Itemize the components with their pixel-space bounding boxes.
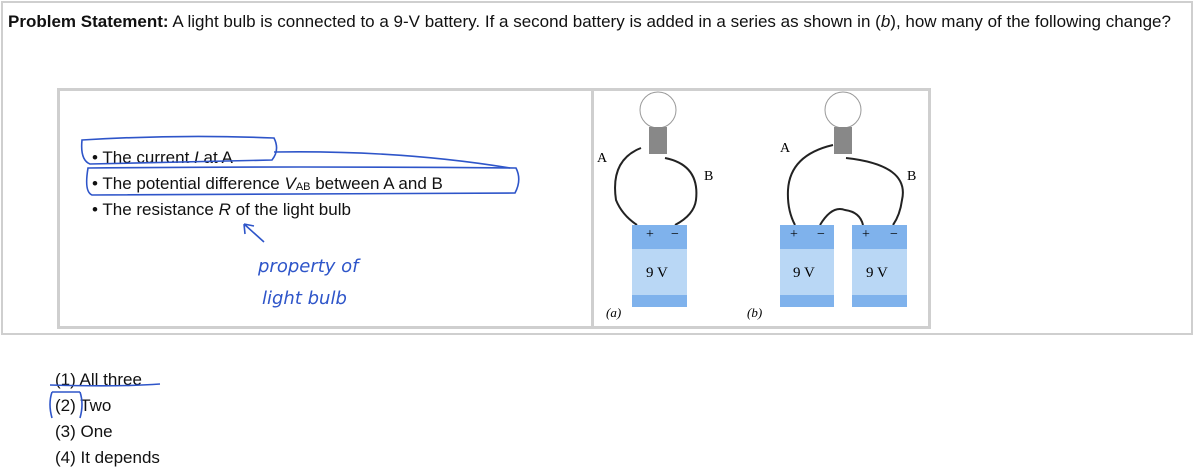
problem-box <box>1 1 1193 335</box>
figure-divider <box>591 88 594 329</box>
annotation-line-2: light bulb <box>262 288 347 309</box>
answer-2[interactable]: (2) Two <box>55 396 112 415</box>
minus-terminal: − <box>890 227 898 242</box>
circuit-b: + − + − 9 V 9 V A B (b) <box>747 91 916 320</box>
handwritten-marks <box>49 135 520 419</box>
figure-box <box>57 88 931 329</box>
caption-a: (a) <box>606 305 621 320</box>
minus-terminal: − <box>671 227 679 242</box>
battery-label: 9 V <box>793 265 815 281</box>
problem-statement: Problem Statement: A light bulb is conne… <box>8 10 1188 33</box>
problem-text: A light bulb is connected to a 9-V batte… <box>168 12 881 31</box>
caption-b: (b) <box>747 305 762 320</box>
annotation-line-1: property of <box>257 256 361 277</box>
problem-ref: b <box>880 12 891 31</box>
point-a: A <box>780 141 791 156</box>
answer-4[interactable]: (4) It depends <box>55 448 160 467</box>
bullet-resistance: • The resistance R of the light bulb <box>92 200 351 219</box>
bullet-potential: • The potential difference VAB between A… <box>92 174 443 193</box>
answer-1[interactable]: (1) All three <box>55 370 142 389</box>
plus-terminal: + <box>646 227 654 242</box>
plus-terminal: + <box>790 227 798 242</box>
problem-text-end: ), how many of the following change? <box>890 12 1171 31</box>
battery-label: 9 V <box>866 265 888 281</box>
minus-terminal: − <box>817 227 825 242</box>
problem-label: Problem Statement: <box>8 12 169 31</box>
point-b: B <box>704 169 713 184</box>
point-b: B <box>907 169 916 184</box>
battery-label: 9 V <box>646 265 668 281</box>
plus-terminal: + <box>862 227 870 242</box>
answer-3[interactable]: (3) One <box>55 422 113 441</box>
circuit-a: + − 9 V A B (a) <box>597 91 713 320</box>
point-a: A <box>597 151 608 166</box>
